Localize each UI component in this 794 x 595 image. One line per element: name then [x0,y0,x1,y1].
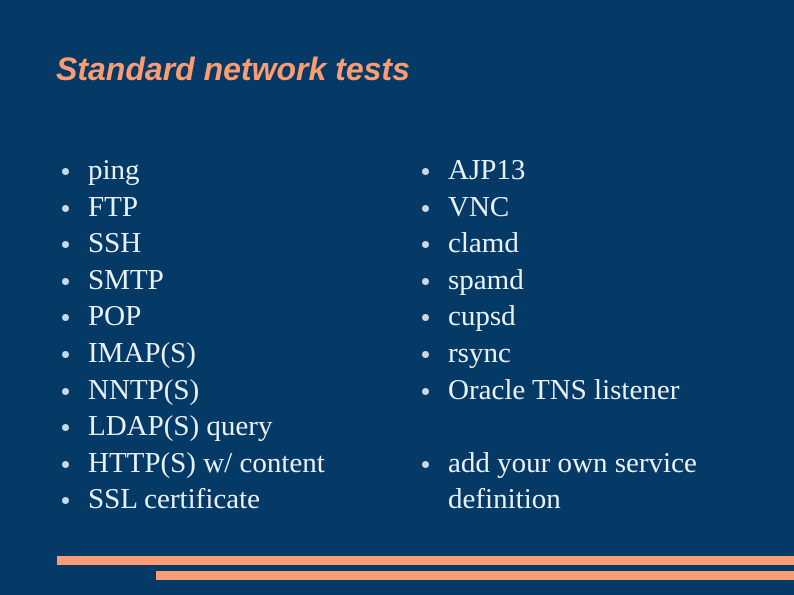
list-item: SMTP [56,262,396,299]
accent-bar-lower [156,571,794,580]
list-item-label: LDAP(S) query [88,410,273,443]
list-item: LDAP(S) query [56,408,396,445]
list-item-label: IMAP(S) [88,336,196,369]
bullet-icon [422,350,429,358]
list-item-label: Oracle TNS listener [448,373,680,406]
bullet-list-right: AJP13 VNC clamd spamd cupsd rsync [416,152,756,518]
list-item: add your own service definition [416,445,756,518]
list-item-label: rsync [448,336,511,369]
page-title: Standard network tests [56,51,410,87]
bullet-icon [422,241,429,249]
list-item: SSL certificate [56,481,396,518]
bullet-icon [62,424,69,432]
list-item-label: AJP13 [448,154,526,186]
list-item: AJP13 [416,152,756,189]
accent-bar-upper [57,556,794,565]
list-item-label: SSL certificate [88,483,261,516]
list-item-label: ping [88,154,140,186]
list-item: HTTP(S) w/ content [56,445,396,482]
bullet-icon [62,277,69,285]
bullet-icon [62,387,69,395]
list-item-label: SMTP [88,263,164,296]
list-item: POP [56,298,396,335]
list-item-label: FTP [88,190,138,223]
list-item: SSH [56,225,396,262]
bullet-icon [62,460,69,468]
bullet-icon [422,204,429,212]
list-item-label: clamd [448,227,519,260]
bullet-icon [62,497,69,505]
list-item: Oracle TNS listener [416,372,756,409]
footer-decoration [0,540,794,595]
bullet-icon [62,168,69,175]
content-columns: ping FTP SSH SMTP POP IMAP(S) [0,152,794,532]
list-item: clamd [416,225,756,262]
list-item-label: POP [88,300,142,333]
bullet-icon [422,387,429,395]
list-item: IMAP(S) [56,335,396,372]
bullet-icon [422,277,429,285]
list-item: ping [56,152,396,189]
list-item-label: VNC [448,190,510,223]
list-item: spamd [416,262,756,299]
list-item: NNTP(S) [56,372,396,409]
bullet-icon [62,241,69,249]
list-item-label: NNTP(S) [88,373,200,406]
bullet-list-left: ping FTP SSH SMTP POP IMAP(S) [56,152,396,518]
list-item-label: SSH [88,227,142,260]
bullet-icon [422,460,429,468]
bullet-icon [62,350,69,358]
bullet-icon [62,204,69,212]
list-item-label: spamd [448,263,524,296]
bullet-icon [422,314,429,322]
list-item: cupsd [416,298,756,335]
list-item-label: add your own service definition [448,446,697,516]
list-item: FTP [56,189,396,226]
list-item: VNC [416,189,756,226]
bullet-icon [62,314,69,322]
list-item-label: cupsd [448,300,516,333]
list-item: rsync [416,335,756,372]
bullet-icon [422,168,429,175]
list-item-label: HTTP(S) w/ content [88,446,325,479]
